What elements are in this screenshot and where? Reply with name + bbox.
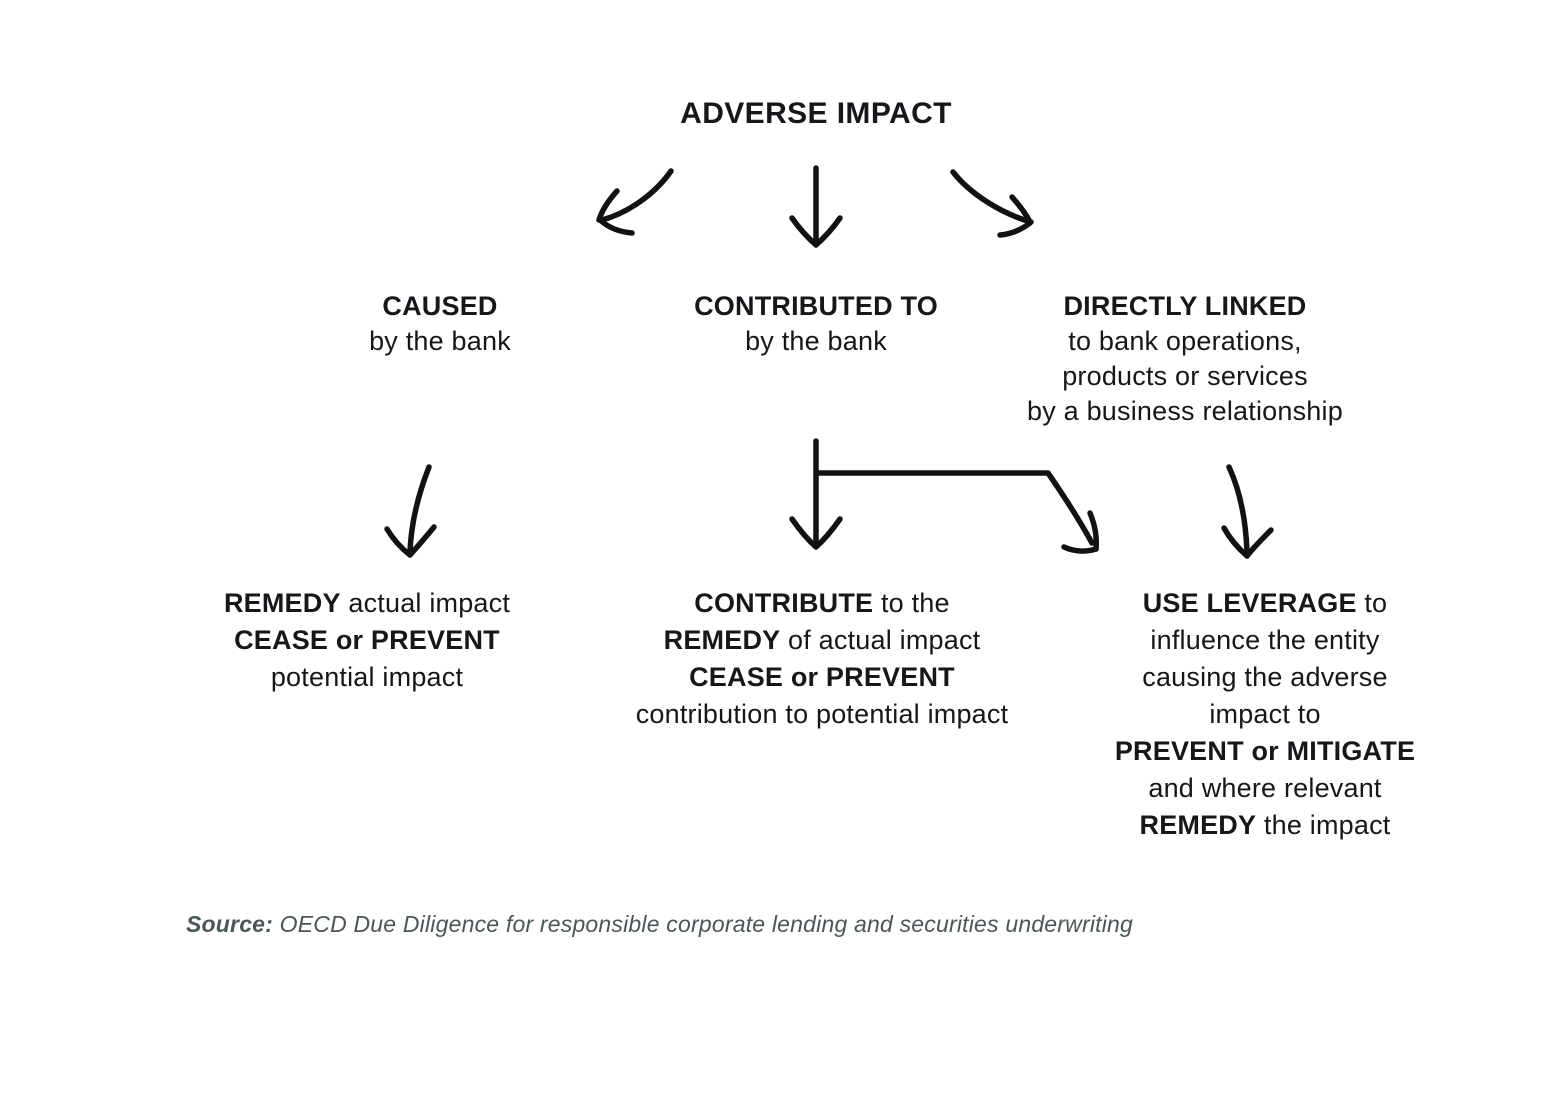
regular-text: actual impact (340, 588, 511, 618)
regular-text: causing the adverse (1142, 662, 1388, 692)
branch-subtitle: by the bank (641, 324, 991, 359)
arrow-title-to-caused-icon (596, 168, 674, 236)
regular-text: potential impact (270, 662, 464, 692)
text-line: by the bank (745, 326, 887, 356)
regular-text: of actual impact (780, 625, 981, 655)
source-note: Source: OECD Due Diligence for responsib… (186, 911, 1133, 938)
branch-title: CONTRIBUTED TO (694, 291, 938, 321)
regular-text: and where relevant (1148, 773, 1382, 803)
text-line: by the bank (369, 326, 511, 356)
arrow-title-to-contributed-icon (789, 165, 843, 248)
regular-text: influence the entity (1150, 625, 1380, 655)
branch-heading-caused: CAUSED by the bank (265, 289, 615, 359)
arrow-directly-linked-to-outcome-icon (1221, 464, 1274, 559)
branch-subtitle: to bank operations, products or services b… (985, 324, 1385, 429)
branch-heading-contributed-to: CONTRIBUTED TO by the bank (641, 289, 991, 359)
bold-text: CONTRIBUTE (694, 588, 874, 618)
arrow-contributed-to-outcome-icon (789, 438, 843, 550)
text-line: potential impact (167, 659, 567, 696)
bold-text: CEASE or PREVENT (234, 625, 500, 655)
bold-text: REMEDY (1139, 810, 1257, 840)
regular-text: to (1356, 588, 1388, 618)
text-line: impact to (1065, 696, 1465, 733)
branch-heading-directly-linked: DIRECTLY LINKED to bank operations, produ… (985, 289, 1385, 429)
bold-text: PREVENT or MITIGATE (1114, 736, 1416, 766)
text-line: and where relevant (1065, 770, 1465, 807)
text-line: to bank operations, (1068, 326, 1302, 356)
bold-text: USE LEVERAGE (1142, 588, 1357, 618)
text-line: USE LEVERAGE to (1065, 585, 1465, 622)
text-line: contribution to potential impact (602, 696, 1042, 733)
bold-text: REMEDY (223, 588, 341, 618)
arrow-title-to-directly-linked-icon (950, 169, 1034, 238)
text-line: products or services (1062, 361, 1308, 391)
arrow-contributed-to-leverage-icon (814, 470, 1099, 554)
text-line: influence the entity (1065, 622, 1465, 659)
text-line: CEASE or PREVENT (602, 659, 1042, 696)
bold-text: REMEDY (663, 625, 781, 655)
branch-title: CAUSED (382, 291, 498, 321)
text-line: causing the adverse (1065, 659, 1465, 696)
source-label: Source: (186, 911, 274, 937)
text-line: CONTRIBUTE to the (602, 585, 1042, 622)
regular-text: impact to (1209, 699, 1321, 729)
text-line: CEASE or PREVENT (167, 622, 567, 659)
bold-text: CEASE or PREVENT (689, 662, 955, 692)
regular-text: to the (873, 588, 950, 618)
text-line: REMEDY actual impact (167, 585, 567, 622)
arrow-caused-to-outcome-icon (384, 464, 437, 558)
branch-subtitle: by the bank (265, 324, 615, 359)
diagram-title: ADVERSE IMPACT (680, 97, 952, 130)
text-line: by a business relationship (1027, 396, 1343, 426)
branch-title: DIRECTLY LINKED (1063, 291, 1307, 321)
text-line: REMEDY of actual impact (602, 622, 1042, 659)
text-line: PREVENT or MITIGATE (1065, 733, 1465, 770)
text-line: REMEDY the impact (1065, 807, 1465, 844)
regular-text: contribution to potential impact (635, 699, 1009, 729)
regular-text: the impact (1256, 810, 1391, 840)
source-text: OECD Due Diligence for responsible corpo… (279, 911, 1134, 937)
